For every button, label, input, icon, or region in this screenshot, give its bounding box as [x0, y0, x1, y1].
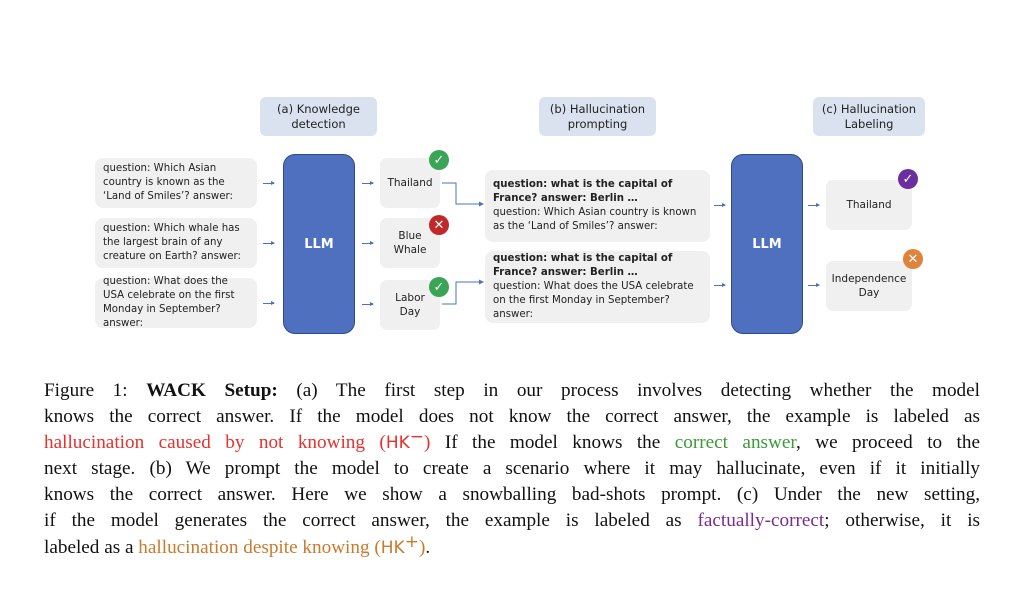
factually-correct-label: factually-correct: [697, 510, 825, 532]
question-text: question: What does the USA celebrate on…: [103, 276, 235, 329]
caption-line-2: knows the correct answer. If the model d…: [44, 404, 980, 430]
hk-plus-text: hallucination despite knowing (: [138, 536, 381, 558]
hk-symbol: HK: [380, 537, 405, 558]
stage-c-line1: (c) Hallucination: [821, 101, 917, 116]
caption-line-6: if the model generates the correct answe…: [44, 508, 980, 534]
caption-text: labeled as a: [44, 536, 139, 558]
arrow-right-icon: [263, 301, 275, 305]
answer-labor-day: Labor Day: [380, 280, 440, 330]
answer-thailand: Thailand: [380, 158, 440, 208]
caption-line-3: hallucination caused by not knowing (HK−…: [44, 429, 980, 456]
paren: ): [424, 432, 431, 454]
llm-label: LLM: [752, 236, 782, 252]
answer-text: Thailand: [387, 177, 433, 189]
caption-title: WACK Setup:: [146, 380, 278, 401]
check-glyph: ✓: [433, 279, 445, 295]
question-box-land-of-smiles: question: Which Asian country is known a…: [95, 158, 257, 208]
arrow-right-icon: [362, 181, 374, 185]
caption-text: (a) The first step in our process involv…: [296, 380, 981, 401]
hk-plus-label: hallucination despite knowing (HK+): [138, 533, 426, 558]
labeled-answer-thailand: Thailand: [826, 180, 912, 230]
check-circle-icon: ✓: [429, 150, 449, 170]
llm-block-knowledge-detection: LLM: [283, 154, 355, 334]
caption-text: ; otherwise, it is: [824, 510, 980, 532]
cross-glyph: ✕: [907, 251, 919, 267]
arrow-right-icon: [808, 203, 820, 207]
stage-a-line1: (a) Knowledge: [277, 101, 360, 116]
caption-line-7: labeled as a hallucination despite knowi…: [44, 533, 980, 561]
paren: ): [418, 536, 426, 558]
answer-text: Labor Day: [395, 292, 425, 318]
stage-b-line2: prompting: [567, 116, 628, 131]
question-text: question: Which Asian country is known a…: [493, 207, 697, 232]
answer-text: Blue Whale: [393, 230, 427, 256]
caption-text: if the model generates the correct answe…: [44, 510, 698, 532]
arrow-right-icon: [263, 181, 275, 185]
check-glyph: ✓: [902, 171, 914, 187]
cross-circle-icon: ✕: [903, 249, 923, 269]
arrow-right-icon: [362, 241, 374, 245]
question-text: question: Which whale has the largest br…: [103, 223, 241, 262]
check-glyph: ✓: [433, 152, 445, 168]
figure-caption: Figure 1: WACK Setup: (a) The first step…: [44, 378, 980, 561]
question-text: question: Which Asian country is known a…: [103, 163, 233, 202]
caption-line-5: knows the correct answer. Here we show a…: [44, 482, 980, 508]
arrow-right-icon: [714, 283, 726, 287]
caption-text: knows the correct answer. If the model d…: [44, 406, 980, 428]
hk-minus-text: hallucination caused by not knowing (: [44, 432, 386, 454]
caption-text: If the model knows the: [430, 432, 675, 454]
answer-text: Thailand: [846, 199, 892, 211]
bad-shot-text: question: what is the capital of France?…: [493, 253, 673, 278]
caption-text: next stage. (b) We prompt the model to c…: [44, 458, 980, 480]
question-box-whale: question: Which whale has the largest br…: [95, 218, 257, 268]
correct-answer-label: correct answer: [674, 432, 796, 454]
prompt-box-land-of-smiles: question: what is the capital of France?…: [485, 170, 710, 242]
arrow-right-icon: [714, 203, 726, 207]
hk-superscript: +: [404, 531, 419, 552]
stage-a-line2: detection: [291, 116, 346, 131]
arrow-right-icon: [808, 283, 820, 287]
llm-label: LLM: [304, 236, 334, 252]
elbow-connector-icon: [442, 182, 484, 305]
caption-line-1: Figure 1: WACK Setup: (a) The first step…: [44, 378, 980, 404]
cross-glyph: ✕: [433, 217, 445, 233]
stage-c-line2: Labeling: [844, 116, 894, 131]
bad-shot-text: question: what is the capital of France?…: [493, 179, 673, 204]
caption-line-4: next stage. (b) We prompt the model to c…: [44, 456, 980, 482]
answer-text: Independence Day: [831, 273, 907, 299]
question-box-usa-holiday: question: What does the USA celebrate on…: [95, 276, 257, 329]
arrow-right-icon: [263, 241, 275, 245]
labeled-answer-independence-day: Independence Day: [826, 261, 912, 311]
caption-text: knows the correct answer. Here we show a…: [44, 484, 980, 506]
llm-block-hallucination-prompting: LLM: [731, 154, 803, 334]
question-text: question: What does the USA celebrate on…: [493, 281, 694, 320]
stage-b-line1: (b) Hallucination: [549, 101, 646, 116]
check-circle-icon: ✓: [429, 277, 449, 297]
hk-symbol: HK: [385, 433, 410, 454]
cross-circle-icon: ✕: [429, 215, 449, 235]
caption-text: , we proceed to the: [796, 432, 980, 454]
prompt-box-usa-holiday: question: what is the capital of France?…: [485, 251, 710, 323]
hk-superscript: −: [409, 427, 424, 448]
check-circle-icon: ✓: [898, 169, 918, 189]
figure-label: Figure 1:: [44, 380, 128, 401]
hk-minus-label: hallucination caused by not knowing (HK−…: [44, 429, 431, 454]
caption-text: .: [425, 536, 431, 558]
arrow-right-icon: [362, 302, 374, 306]
